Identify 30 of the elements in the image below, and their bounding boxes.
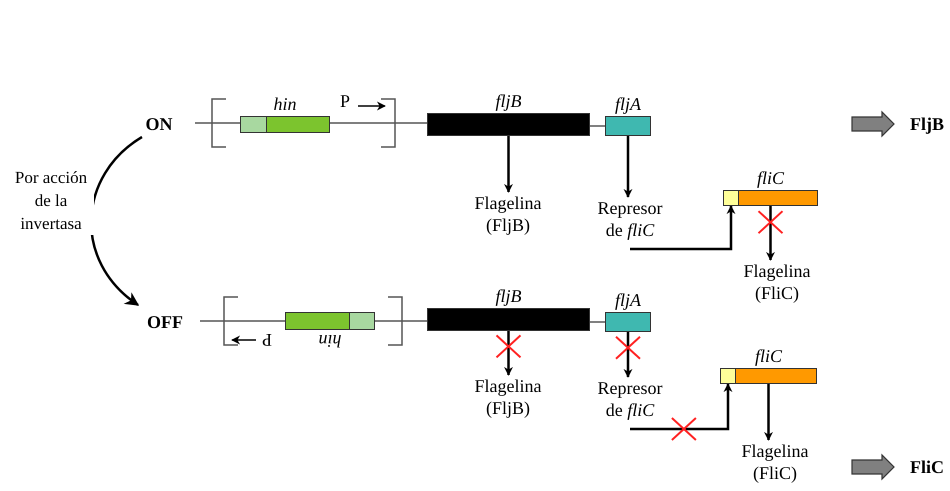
gene-label: fljA bbox=[614, 290, 642, 310]
state-label: OFF bbox=[142, 311, 188, 333]
promoter-label: P bbox=[262, 330, 272, 350]
arrow bbox=[504, 136, 513, 193]
gene-label: fliC bbox=[756, 168, 786, 188]
promoter-label: P bbox=[340, 91, 350, 111]
result-label: FliC bbox=[910, 457, 944, 477]
product-label: Flagelina (FliC) bbox=[732, 260, 822, 304]
gene-label: hin bbox=[318, 331, 343, 351]
arrow bbox=[764, 384, 773, 441]
gene-label: fljA bbox=[614, 94, 642, 114]
arrow bbox=[630, 205, 736, 250]
arrow bbox=[766, 206, 775, 261]
product-label: Represor de fliC bbox=[590, 197, 670, 249]
product-label: Flagelina (FljB) bbox=[463, 375, 553, 419]
gene-label: fliC bbox=[754, 346, 784, 366]
dna-link-line bbox=[590, 321, 605, 323]
arrow bbox=[630, 383, 732, 430]
state-label: ON bbox=[138, 113, 180, 135]
dna-link-line bbox=[590, 125, 605, 127]
arrow bbox=[504, 331, 513, 376]
result-label: FljB bbox=[910, 114, 944, 134]
arrow bbox=[624, 136, 632, 198]
arrow bbox=[624, 332, 632, 378]
gene-label: fljB bbox=[494, 286, 522, 306]
product-label: Flagelina (FliC) bbox=[730, 440, 820, 484]
product-label: Flagelina (FljB) bbox=[463, 192, 553, 236]
gene-label: fljB bbox=[494, 91, 522, 111]
product-label: Represor de fliC bbox=[590, 377, 670, 429]
gene-label: hin bbox=[272, 94, 298, 114]
